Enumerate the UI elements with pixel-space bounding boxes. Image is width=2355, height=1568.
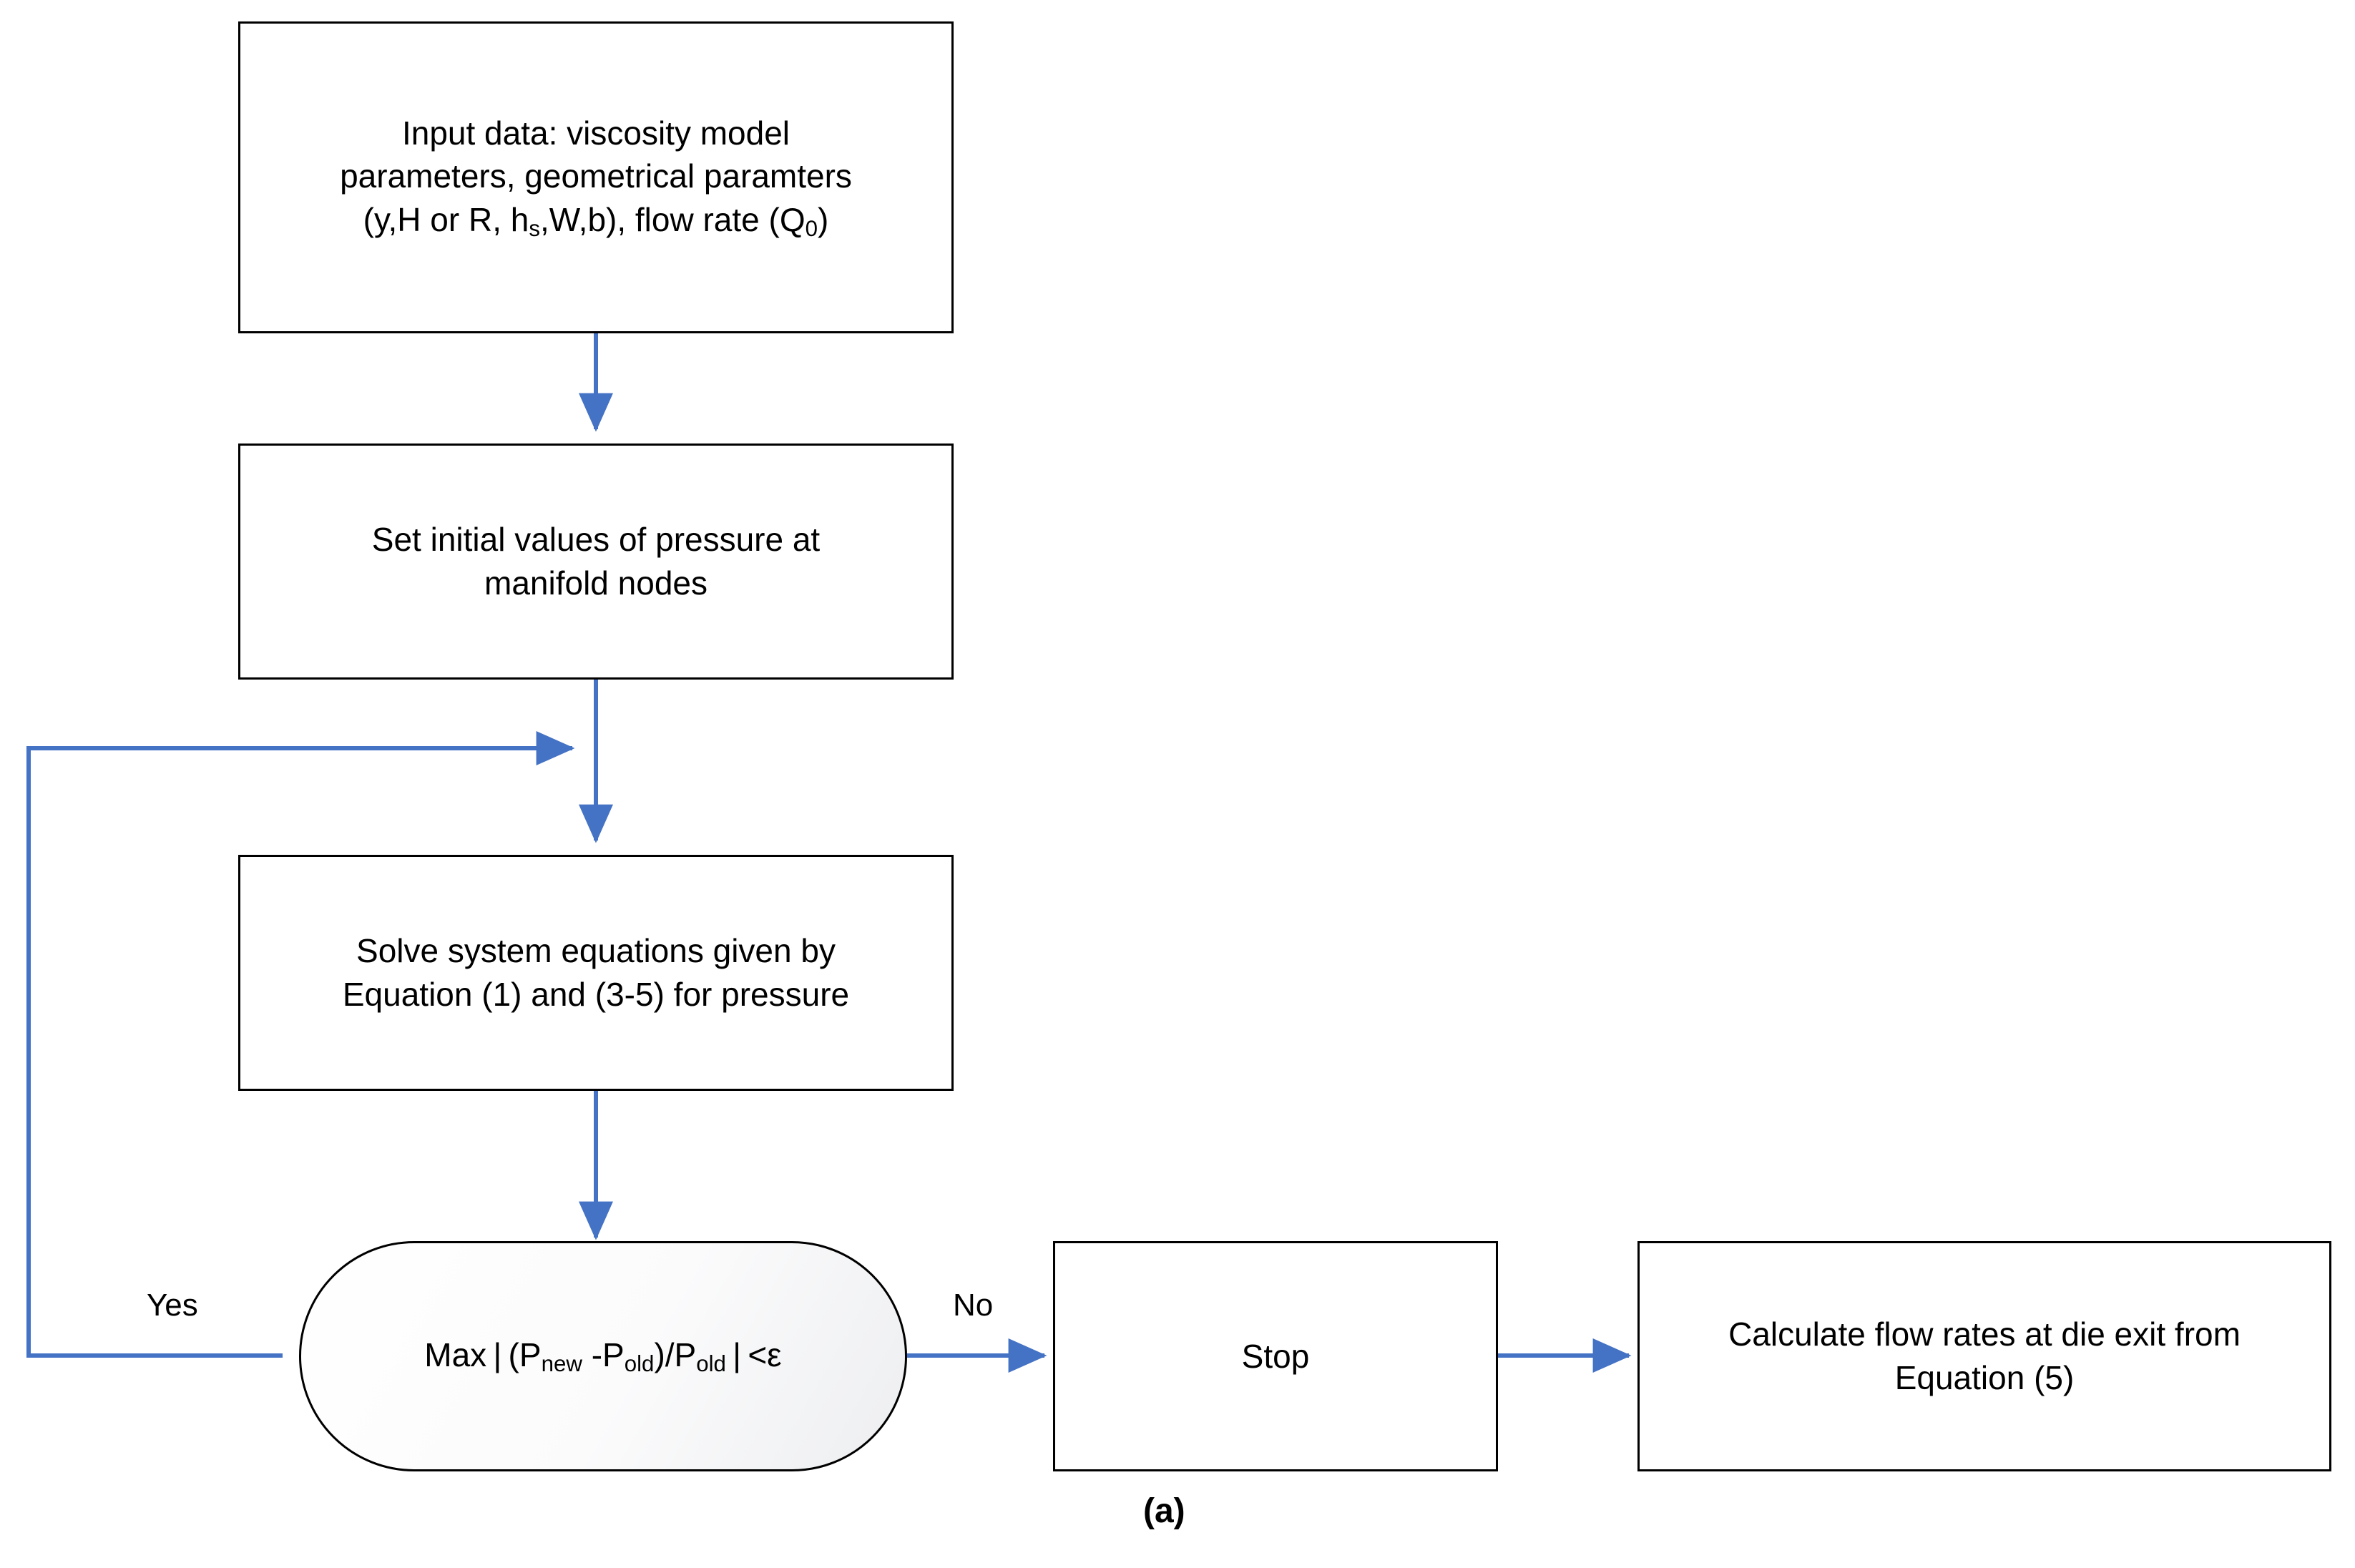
convergence-decision: Max | (Pnew -Pold)/Pold | <ε xyxy=(299,1241,907,1471)
edge-label-no: No xyxy=(953,1288,994,1323)
edge-label-yes: Yes xyxy=(147,1288,198,1323)
figure-caption: (a) xyxy=(1143,1492,1185,1530)
convergence-decision-text: Max | (Pnew -Pold)/Pold | <ε xyxy=(424,1336,782,1376)
stop-text: Stop xyxy=(1241,1337,1310,1375)
stop-box: Stop xyxy=(1053,1241,1498,1471)
